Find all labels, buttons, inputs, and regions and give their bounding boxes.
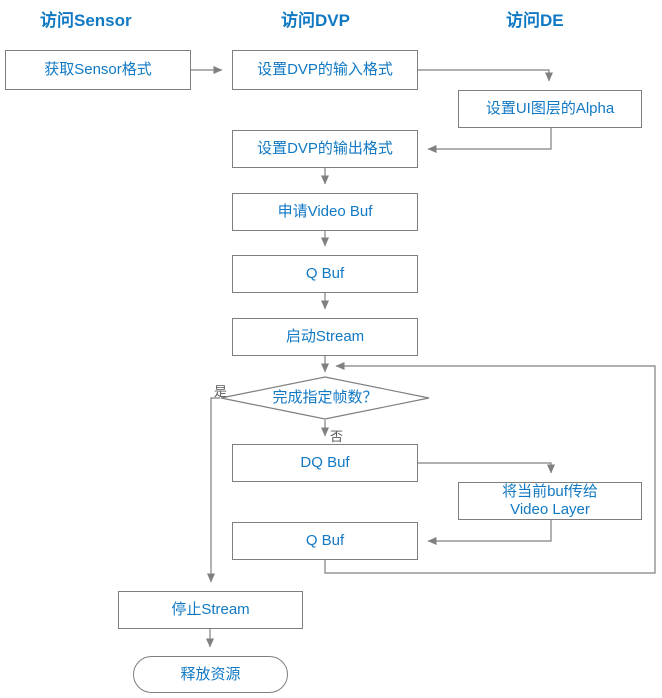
edge-dvp-input-to-alpha xyxy=(418,69,553,82)
node-set-dvp-input-format[interactable]: 设置DVP的输入格式 xyxy=(232,50,418,90)
edge-label-yes: 是 xyxy=(214,384,228,399)
node-request-video-buf[interactable]: 申请Video Buf xyxy=(232,193,418,231)
decision-label: 完成指定帧数？ xyxy=(272,389,378,407)
edge-video-layer-to-qbuf2 xyxy=(427,520,552,545)
column-header-dvp: 访问DVP xyxy=(281,11,350,30)
edge-dqbuf-to-video-layer xyxy=(418,462,555,474)
column-header-sensor: 访问Sensor xyxy=(40,11,132,30)
node-pass-buf-to-video-layer[interactable]: 将当前buf传给 Video Layer xyxy=(458,482,642,520)
node-stop-stream[interactable]: 停止Stream xyxy=(118,591,303,629)
diamond-shape xyxy=(220,376,430,420)
column-header-de: 访问DE xyxy=(506,11,564,30)
node-dq-buf[interactable]: DQ Buf xyxy=(232,444,418,482)
edge-label-no: 否 xyxy=(330,429,344,444)
node-release-resources[interactable]: 释放资源 xyxy=(133,656,288,693)
edge-alpha-to-dvp-output xyxy=(427,128,552,153)
node-set-ui-layer-alpha[interactable]: 设置UI图层的Alpha xyxy=(458,90,642,128)
node-q-buf-1[interactable]: Q Buf xyxy=(232,255,418,293)
node-start-stream[interactable]: 启动Stream xyxy=(232,318,418,356)
node-frames-done-decision[interactable]: 完成指定帧数？ xyxy=(220,376,430,420)
node-set-dvp-output-format[interactable]: 设置DVP的输出格式 xyxy=(232,130,418,168)
node-get-sensor-format[interactable]: 获取Sensor格式 xyxy=(5,50,191,90)
edge-decision-yes-to-stop-stream xyxy=(207,397,220,583)
node-q-buf-2[interactable]: Q Buf xyxy=(232,522,418,560)
